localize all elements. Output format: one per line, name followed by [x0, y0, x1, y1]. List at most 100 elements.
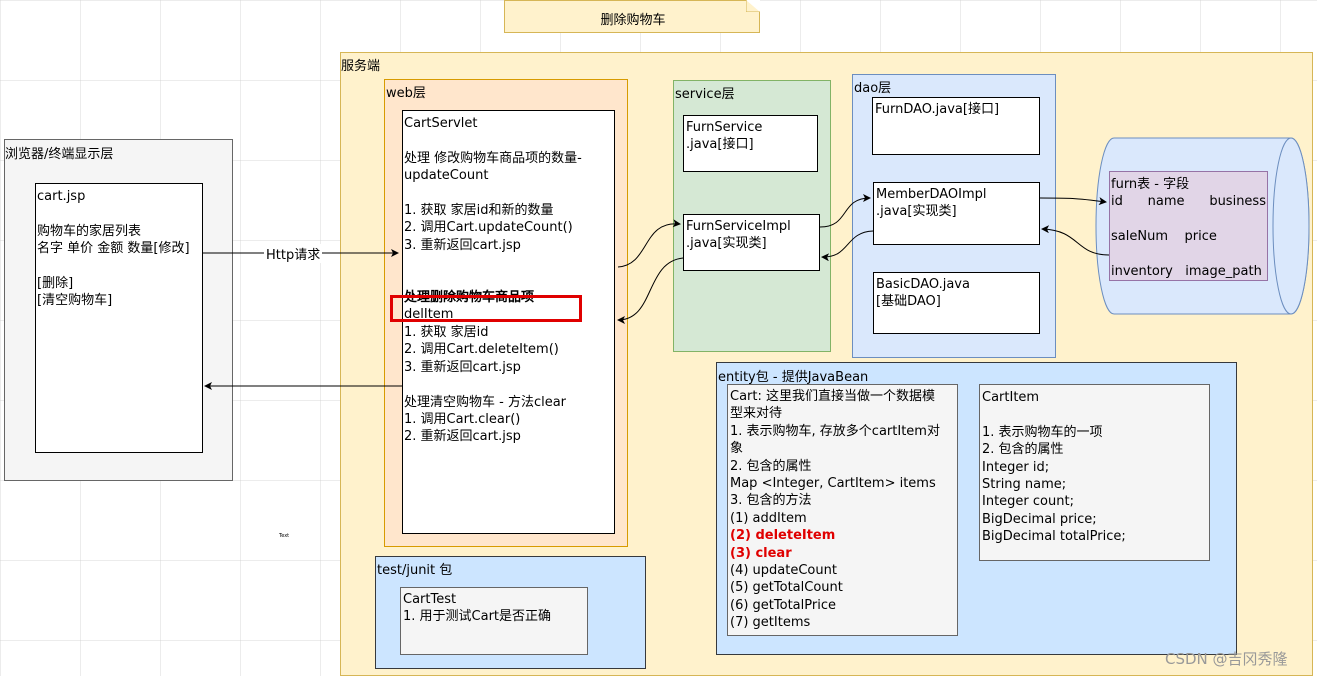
- tiny-text-label: Text: [279, 533, 290, 539]
- furn-dao-interface-text: FurnDAO.java[接口]: [875, 102, 1000, 117]
- db-line: saleNum price: [1111, 229, 1217, 245]
- item-line: 1. 表示购物车的一项: [982, 424, 1103, 440]
- furn-service-interface-box[interactable]: FurnService .java[接口]: [683, 115, 818, 172]
- update-line: 1. 获取 家居id和新的数量: [404, 203, 554, 219]
- furn-table-fields: furn表 - 字段 id name business saleNum price…: [1111, 176, 1267, 280]
- dao-basic-line: BasicDAO.java: [876, 277, 970, 292]
- db-line: furn表 - 字段: [1111, 177, 1190, 192]
- cart-line: 型来对待: [730, 406, 783, 422]
- furn-service-interface-text: FurnService .java[接口]: [686, 119, 817, 154]
- browser-line: [删除]: [37, 276, 74, 292]
- dao-impl-line: MemberDAOImpl: [876, 187, 987, 202]
- update-line: 2. 调用Cart.updateCount(): [404, 220, 573, 236]
- furn-table-box[interactable]: furn表 - 字段 id name business saleNum price…: [1109, 171, 1268, 281]
- item-line: CartItem: [982, 390, 1040, 405]
- servlet-name: CartServlet: [404, 116, 478, 131]
- basic-dao-text: BasicDAO.java [基础DAO]: [876, 276, 1039, 311]
- highlight-box: [390, 295, 582, 322]
- browser-line: 购物车的家居列表: [37, 223, 142, 239]
- cart-servlet-box[interactable]: CartServlet 处理 修改购物车商品项的数量-updateCount 1…: [402, 110, 615, 534]
- cart-line: 象: [730, 441, 744, 457]
- cart-highlighted-methods: (2) deleteItem(3) clear: [730, 527, 957, 562]
- dao-impl-line: .java[实现类]: [876, 204, 957, 220]
- cart-jsp-box[interactable]: cart.jsp 购物车的家居列表名字 单价 金额 数量[修改] [删除][清空…: [35, 183, 203, 453]
- cart-test-box[interactable]: CartTest 1. 用于测试Cart是否正确: [400, 587, 588, 655]
- svc-impl-line: FurnServiceImpl: [686, 219, 791, 234]
- cart-red-line: (3) clear: [730, 545, 792, 561]
- delete-line: 2. 调用Cart.deleteItem(): [404, 342, 559, 358]
- item-line: Integer id;: [982, 459, 1050, 475]
- cart-red-line: (2) deleteItem: [730, 528, 836, 544]
- delete-line: delItem: [404, 307, 454, 323]
- cart-more-line: (6) getTotalPrice: [730, 597, 836, 613]
- entity-package-label: entity包 - 提供JavaBean: [718, 370, 869, 385]
- title-note[interactable]: 删除购物车: [504, 0, 760, 33]
- dao-basic-line: [基础DAO]: [876, 294, 941, 310]
- svc-iface-line: FurnService: [686, 120, 763, 135]
- title-note-text: 删除购物车: [600, 13, 666, 28]
- cart-more-line: (5) getTotalCount: [730, 580, 843, 596]
- item-line: String name;: [982, 477, 1067, 493]
- db-line: inventory image_path: [1111, 264, 1262, 280]
- service-to-dao-arrow: [819, 194, 871, 228]
- cart-line: (1) addItem: [730, 510, 807, 526]
- cart-line: Cart: 这里我们直接当做一个数据模: [730, 389, 935, 404]
- cart-line: 1. 表示购物车, 存放多个cartItem对: [730, 423, 940, 439]
- servlet-to-service-arrow: [617, 219, 681, 268]
- service-to-servlet-arrow: [617, 257, 684, 324]
- dao-to-service-arrow: [821, 230, 874, 262]
- note-fold-icon: [746, 0, 760, 12]
- test-package-label: test/junit 包: [377, 563, 453, 578]
- delete-line: 1. 获取 家居id: [404, 324, 489, 340]
- cart-test-text: CartTest 1. 用于测试Cart是否正确: [403, 591, 587, 626]
- member-dao-impl-text: MemberDAOImpl .java[实现类]: [876, 186, 1039, 221]
- cart-line: 2. 包含的属性: [730, 458, 812, 474]
- test-line: 1. 用于测试Cart是否正确: [403, 609, 552, 625]
- web-layer-label: web层: [386, 86, 426, 101]
- http-request-label: Http请求: [264, 244, 323, 263]
- cart-line: 3. 包含的方法: [730, 493, 812, 509]
- clear-line: 1. 调用Cart.clear(): [404, 411, 521, 427]
- svc-iface-line: .java[接口]: [686, 137, 754, 153]
- svc-impl-line: .java[实现类]: [686, 236, 767, 252]
- item-line: BigDecimal totalPrice;: [982, 529, 1126, 545]
- dao-to-db-arrow: [1039, 197, 1107, 206]
- browser-line: [清空购物车]: [37, 293, 113, 309]
- dao-layer-label: dao层: [854, 81, 892, 96]
- update-count-steps: 处理 修改购物车商品项的数量-updateCount 1. 获取 家居id和新的…: [404, 150, 614, 254]
- db-line: id name business: [1111, 194, 1266, 210]
- furn-dao-interface-box[interactable]: FurnDAO.java[接口]: [872, 97, 1040, 155]
- furn-service-impl-box[interactable]: FurnServiceImpl .java[实现类]: [683, 214, 820, 271]
- item-line: Integer count;: [982, 494, 1074, 510]
- test-line: CartTest: [403, 592, 457, 607]
- browser-line: 名字 单价 金额 数量[修改]: [37, 241, 190, 257]
- cart-jsp-title: cart.jsp: [37, 189, 86, 204]
- cart-line: Map <Integer, CartItem> items: [730, 476, 936, 492]
- furn-service-impl-text: FurnServiceImpl .java[实现类]: [686, 218, 819, 253]
- cart-more-line: (7) getItems: [730, 615, 811, 631]
- clear-line: 处理清空购物车 - 方法clear: [404, 394, 567, 410]
- db-to-dao-arrow: [1041, 225, 1110, 256]
- update-line: 处理 修改购物车商品项的数量-: [404, 150, 582, 166]
- cart-more-line: (4) updateCount: [730, 563, 837, 579]
- watermark: CSDN @吉冈秀隆: [1165, 650, 1288, 668]
- server-label: 服务端: [341, 59, 381, 74]
- update-line: 3. 重新返回cart.jsp: [404, 237, 521, 253]
- clear-line: 2. 重新返回cart.jsp: [404, 429, 521, 445]
- member-dao-impl-box[interactable]: MemberDAOImpl .java[实现类]: [873, 182, 1040, 245]
- basic-dao-box[interactable]: BasicDAO.java [基础DAO]: [873, 272, 1040, 334]
- cart-more-methods: (4) updateCount(5) getTotalCount(6) getT…: [730, 562, 957, 632]
- item-line: 2. 包含的属性: [982, 442, 1064, 458]
- item-line: BigDecimal price;: [982, 511, 1097, 527]
- delete-line: 3. 重新返回cart.jsp: [404, 359, 521, 375]
- cart-jsp-lines: 购物车的家居列表名字 单价 金额 数量[修改] [删除][清空购物车]: [37, 223, 202, 310]
- service-layer-label: service层: [675, 87, 735, 102]
- browser-label: 浏览器/终端显示层: [5, 147, 114, 162]
